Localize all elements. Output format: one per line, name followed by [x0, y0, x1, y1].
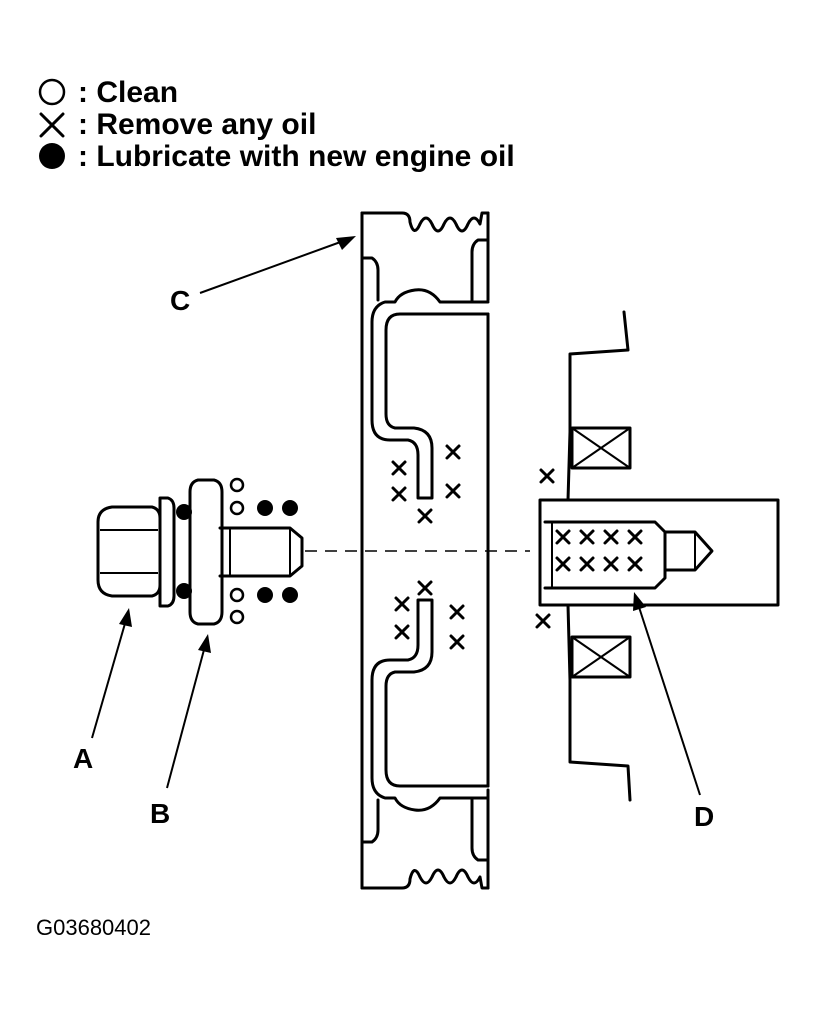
bolt-lube-marks: [176, 500, 298, 603]
leader-lines: [91, 236, 701, 796]
x-mark: [579, 529, 595, 545]
legend-open-circle-icon: [38, 78, 66, 106]
clean-circle-icon: [229, 500, 245, 516]
crankshaft-end: [538, 310, 780, 802]
upper-bearing: [570, 426, 632, 470]
x-mark: [445, 444, 461, 460]
lube-dot-icon: [257, 587, 273, 603]
clean-circle-icon: [229, 609, 245, 625]
arrowhead-icon: [119, 608, 132, 627]
legend-clean-label: : Clean: [78, 76, 178, 109]
x-mark: [449, 634, 465, 650]
figure-code: G03680402: [36, 915, 151, 940]
legend-filled-circle-icon: [39, 143, 65, 169]
lube-dot-icon: [176, 583, 192, 599]
callout-c-label: C: [170, 285, 190, 316]
bolt-washer: [188, 478, 224, 626]
x-mark: [627, 556, 643, 572]
lower-bearing: [570, 635, 632, 679]
legend-cross-icon: [39, 112, 65, 138]
bolt-clean-marks: [229, 477, 245, 625]
arrowhead-icon: [633, 592, 646, 611]
lube-dot-icon: [282, 500, 298, 516]
x-mark: [535, 613, 551, 629]
x-mark: [394, 596, 410, 612]
x-mark: [555, 529, 571, 545]
legend-remove-oil-label: : Remove any oil: [78, 108, 316, 141]
x-mark: [539, 468, 555, 484]
crankshaft-x-marks: [535, 468, 643, 629]
lube-dot-icon: [257, 500, 273, 516]
x-mark: [627, 529, 643, 545]
legend: : Clean : Remove any oil : Lubricate wit…: [38, 76, 515, 173]
x-mark: [417, 580, 433, 596]
pulley-bolt: [96, 496, 304, 608]
x-mark: [445, 483, 461, 499]
arrowhead-icon: [336, 236, 356, 250]
x-mark: [603, 556, 619, 572]
x-mark: [417, 508, 433, 524]
x-mark: [555, 556, 571, 572]
arrowhead-icon: [198, 634, 211, 653]
clean-circle-icon: [229, 587, 245, 603]
callout-b-label: B: [150, 798, 170, 829]
legend-lubricate-label: : Lubricate with new engine oil: [78, 140, 515, 173]
clean-circle-icon: [229, 477, 245, 493]
x-mark: [391, 460, 407, 476]
x-mark: [579, 556, 595, 572]
x-mark: [391, 486, 407, 502]
callout-d-label: D: [694, 801, 714, 832]
crankshaft-body: [538, 498, 780, 607]
lube-dot-icon: [176, 504, 192, 520]
pulley-x-marks: [391, 444, 465, 650]
crankshaft-pulley: [360, 211, 490, 890]
x-mark: [394, 624, 410, 640]
lube-dot-icon: [282, 587, 298, 603]
callout-a-label: A: [73, 743, 93, 774]
x-mark: [603, 529, 619, 545]
x-mark: [449, 604, 465, 620]
